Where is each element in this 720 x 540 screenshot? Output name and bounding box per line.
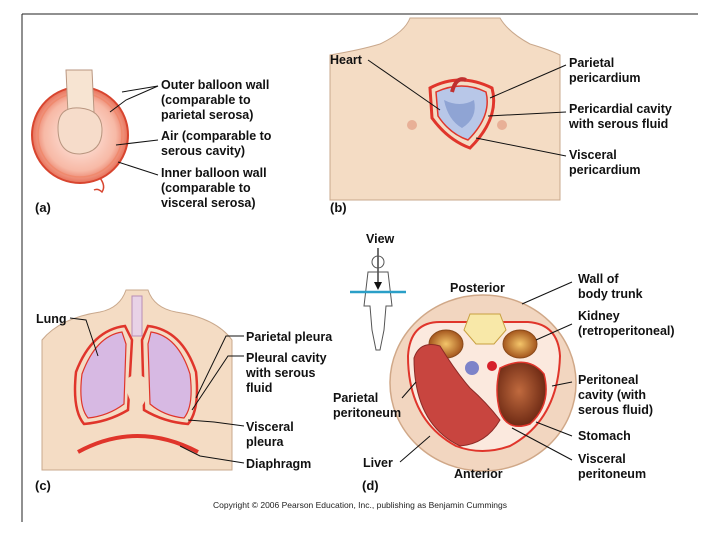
label-peritoneal-cavity: Peritoneal cavity (with serous fluid) (578, 373, 653, 417)
panel-d-tag: (d) (362, 478, 379, 493)
label-parietal-pericardium: Parietal pericardium (569, 56, 641, 85)
liver (413, 344, 501, 447)
panel-c: Lung Parietal pleura Pleural cavity with… (35, 289, 333, 493)
leader-visceral-pericardium (475, 137, 567, 157)
leader-parietal-pericardium (489, 64, 567, 99)
inferior-vena-cava (465, 361, 479, 375)
parietal-pleura-right (140, 324, 199, 426)
heart-ventricle-shape (444, 100, 475, 128)
label-visceral-pleura: Visceral pleura (246, 420, 297, 449)
label-posterior: Posterior (450, 281, 505, 295)
copyright-notice: Copyright © 2006 Pearson Education, Inc.… (212, 500, 507, 510)
label-diaphragm: Diaphragm (246, 457, 311, 471)
human-figure-icon (363, 255, 393, 351)
leader-stomach (535, 421, 573, 437)
leader-outer-wall (109, 85, 159, 113)
mediastinum (126, 375, 149, 410)
leader-pericardial-cavity (487, 111, 567, 117)
trachea (131, 295, 143, 337)
label-wall-of-body-trunk: Wall of body trunk (578, 272, 643, 301)
nipple-right (497, 120, 507, 130)
lung-left (80, 331, 127, 419)
nipple-left (407, 120, 417, 130)
leader-air (115, 139, 159, 146)
leader-parietal-peritoneum (401, 381, 417, 399)
diaphragm (77, 434, 199, 454)
leader-liver (399, 435, 431, 463)
parietal-pleura-left (73, 324, 134, 426)
panel-a: Outer balloon wall (comparable to pariet… (31, 69, 275, 215)
label-anterior: Anterior (454, 467, 503, 481)
label-parietal-pleura: Parietal pleura (246, 330, 333, 344)
panel-b: Heart Parietal pericardium Pericardial c… (329, 17, 675, 215)
leader-lung (69, 317, 99, 357)
arm-shape (65, 69, 95, 115)
view-arrowhead (374, 282, 382, 290)
leader-visceral-pleura (187, 419, 245, 427)
aorta-shape (450, 77, 467, 93)
leader-diaphragm (179, 445, 245, 464)
leader-pleural-cavity (191, 355, 244, 411)
label-lung: Lung (36, 312, 67, 326)
aorta (487, 361, 497, 371)
label-parietal-peritoneum: Parietal peritoneum (333, 391, 401, 420)
label-outer-balloon-wall: Outer balloon wall (comparable to pariet… (161, 78, 273, 122)
leader-parietal-pleura (195, 335, 244, 399)
label-kidney: Kidney (retroperitoneal) (578, 309, 675, 338)
leader-wall (521, 281, 573, 305)
label-air: Air (comparable to serous cavity) (161, 129, 275, 158)
label-visceral-peritoneum: Visceral peritoneum (578, 452, 646, 481)
lung-right (147, 331, 192, 419)
panel-c-tag: (c) (35, 478, 51, 493)
leader-outer-wall-2 (121, 85, 159, 93)
kidney-right (502, 329, 538, 359)
label-pleural-cavity: Pleural cavity with serous fluid (245, 351, 330, 395)
vertebra (463, 313, 507, 345)
label-view: View (366, 232, 395, 246)
label-stomach: Stomach (578, 429, 631, 443)
leader-visceral-peritoneum (511, 427, 573, 461)
leader-kidney (535, 323, 573, 341)
balloon-knot (93, 177, 105, 194)
leader-heart (367, 59, 441, 111)
label-visceral-pericardium: Visceral pericardium (569, 148, 641, 177)
leader-inner-wall (117, 161, 159, 176)
label-liver: Liver (363, 456, 393, 470)
label-pericardial-cavity: Pericardial cavity with serous fluid (568, 102, 675, 131)
label-inner-balloon-wall: Inner balloon wall (comparable to viscer… (161, 166, 270, 210)
panel-b-tag: (b) (330, 200, 347, 215)
label-heart: Heart (330, 53, 363, 67)
leader-peritoneal-cavity (551, 381, 573, 387)
stomach (496, 361, 547, 427)
panel-a-tag: (a) (35, 200, 51, 215)
fist-shape (57, 107, 103, 155)
panel-d: View Posterior Anterior Wall (333, 232, 675, 493)
